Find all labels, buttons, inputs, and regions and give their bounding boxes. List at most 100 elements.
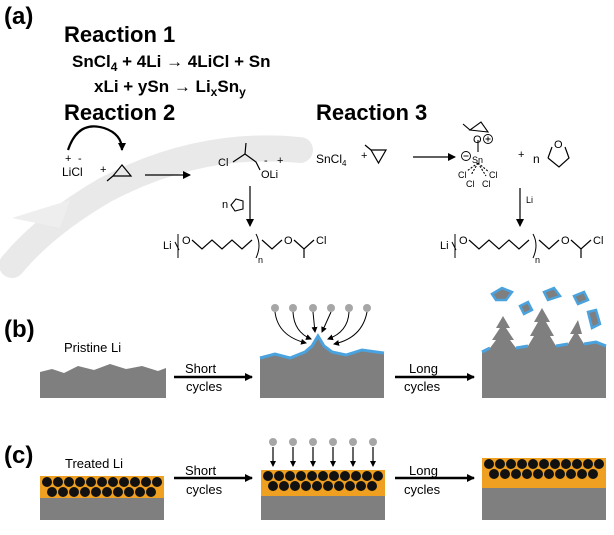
sncl4-label: SnCl4	[316, 152, 347, 168]
coating-particle	[64, 477, 74, 487]
product-cl: Cl	[316, 235, 326, 247]
sei-layer	[259, 333, 385, 360]
coating-particle	[561, 459, 571, 469]
coating-particle	[588, 469, 598, 479]
coating-particle	[484, 459, 494, 469]
b-short-cycles-label: cycles	[186, 379, 223, 394]
product-o2: O	[561, 235, 570, 247]
coating-particle	[329, 471, 339, 481]
thf-molecule	[547, 146, 570, 168]
product-li: Li	[440, 240, 449, 252]
coating-particle	[102, 487, 112, 497]
coating-particle	[506, 459, 516, 469]
lithium-block-with-dendrites	[482, 308, 606, 398]
lithium-ion	[349, 438, 357, 446]
c-short-cycle-state	[261, 438, 385, 520]
coating-particle	[511, 469, 521, 479]
pristine-lithium-block	[40, 364, 166, 398]
coating-particle	[113, 487, 123, 497]
coating-particle	[323, 481, 333, 491]
chloro-alkoxide-plus: +	[277, 155, 283, 167]
lithium-ion	[329, 438, 337, 446]
coating-particle	[108, 477, 118, 487]
treated-li-label: Treated Li	[65, 456, 123, 471]
coating-particle	[528, 459, 538, 469]
coating-particle	[572, 459, 582, 469]
coating-particle	[345, 481, 355, 491]
coating-particle	[124, 487, 134, 497]
thf-o: O	[554, 139, 563, 151]
c-short-label: Short	[185, 463, 216, 478]
coating-particle	[334, 481, 344, 491]
coating-particle	[268, 481, 278, 491]
coating-particle	[550, 459, 560, 469]
coating-particle	[301, 481, 311, 491]
c-long-cycle-state	[482, 458, 606, 520]
coating-particle	[566, 469, 576, 479]
product-o: O	[459, 235, 468, 247]
lithium-ion-particles	[271, 304, 371, 312]
coating-particle	[58, 487, 68, 497]
tin-epoxide-complex	[462, 121, 490, 177]
product-n: n	[258, 255, 263, 265]
chloro-alkoxide-cl: Cl	[218, 157, 228, 169]
lithium-ion	[309, 438, 317, 446]
coating-particle	[86, 477, 96, 487]
coating-particle	[373, 471, 383, 481]
product-n: n	[535, 255, 540, 265]
coating-particle	[279, 481, 289, 491]
complex-o: O	[473, 134, 482, 146]
lithium-ion-flux	[274, 311, 368, 346]
c-short-cycles-label: cycles	[186, 482, 223, 497]
complex-cl-4: Cl	[482, 179, 491, 189]
reaction-1-equation-2: xLi + ySn → LixSny	[94, 77, 246, 99]
coating-particle	[119, 477, 129, 487]
reaction-1-equation-1: SnCl4 + 4Li → 4LiCl + Sn	[72, 52, 270, 74]
coating-particle	[135, 487, 145, 497]
reaction-2-scheme: + - LiCl + Cl - + OLi n Li O n O	[62, 125, 326, 265]
plus-sign: +	[100, 164, 106, 176]
coating-particle	[130, 477, 140, 487]
b-short-cycle-state	[259, 304, 385, 398]
reaction-3-scheme: SnCl4 + O Sn Cl Cl Cl Cl + n O Li	[316, 121, 603, 265]
dead-lithium-fragments	[490, 286, 602, 330]
b-long-cycle-state	[481, 286, 607, 398]
coating-particle	[340, 471, 350, 481]
negative-charge-icon	[461, 151, 471, 161]
lithium-ion	[369, 438, 377, 446]
thf-count-n: n	[533, 152, 540, 166]
polymer-chain	[468, 239, 530, 250]
coating-particle	[594, 459, 604, 469]
coating-particle	[500, 469, 510, 479]
complex-sn: Sn	[472, 155, 483, 165]
protective-particle-row	[42, 477, 162, 497]
watermark-shape	[12, 200, 70, 228]
coating-particle	[91, 487, 101, 497]
coating-particle	[307, 471, 317, 481]
lithium-block	[260, 336, 384, 398]
coating-particle	[47, 487, 57, 497]
coating-particle	[69, 487, 79, 497]
coating-particle	[351, 471, 361, 481]
reaction-3-title: Reaction 3	[316, 100, 427, 125]
coating-particle	[362, 471, 372, 481]
coating-particle	[274, 471, 284, 481]
coating-particle	[263, 471, 273, 481]
pristine-li-label: Pristine Li	[64, 340, 121, 355]
b-short-label: Short	[185, 361, 216, 376]
thf-count-n: n	[222, 199, 228, 211]
coating-particle	[367, 481, 377, 491]
coating-particle	[80, 487, 90, 497]
licl-minus-charge: -	[78, 153, 82, 165]
reaction-1-title: Reaction 1	[64, 22, 175, 47]
coating-particle	[141, 477, 151, 487]
coating-particle	[146, 487, 156, 497]
coating-particle	[577, 469, 587, 479]
polymer-chain	[191, 239, 253, 250]
watermark-shape	[0, 135, 313, 278]
protective-particle-row	[484, 459, 604, 479]
licl-plus-charge: +	[65, 153, 71, 165]
coating-particle	[495, 459, 505, 469]
product-o2: O	[284, 235, 293, 247]
coating-particle	[583, 459, 593, 469]
